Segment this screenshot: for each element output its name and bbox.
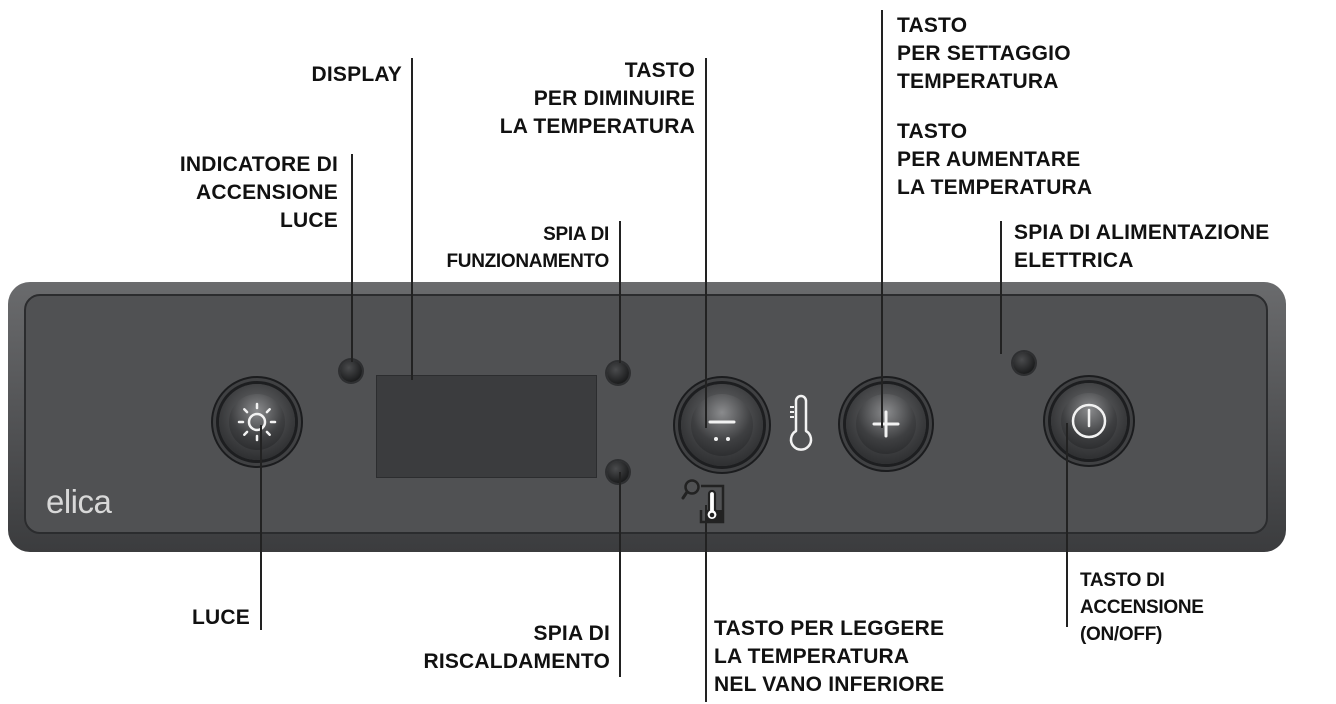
- label-tasto-diminuire: TASTO PER DIMINUIRE LA TEMPERATURA: [499, 59, 695, 138]
- label-spia-riscaldamento: SPIA DI RISCALDAMENTO: [423, 622, 610, 673]
- leader-line-tasto-settaggio: [881, 10, 883, 428]
- leader-line-spia-alimentazione: [1000, 221, 1002, 354]
- heating-indicator-led: [607, 461, 629, 483]
- plus-icon: [872, 410, 900, 438]
- leader-line-spia-funzionamento: [619, 221, 621, 363]
- leader-line-tasto-leggere: [705, 505, 707, 702]
- sun-icon: [237, 402, 277, 442]
- leader-line-spia-riscaldamento: [619, 472, 621, 677]
- minus-icon: [708, 420, 736, 441]
- power-supply-indicator-led: [1013, 352, 1035, 374]
- power-icon: [1071, 403, 1107, 439]
- label-tasto-leggere: TASTO PER LEGGERE LA TEMPERATURA NEL VAN…: [714, 617, 945, 696]
- label-spia-funzionamento: SPIA DI FUNZIONAMENTO: [446, 224, 609, 272]
- power-button[interactable]: [1051, 383, 1127, 459]
- display-screen: [376, 375, 597, 478]
- label-display: DISPLAY: [311, 63, 402, 86]
- light-button[interactable]: [219, 384, 295, 460]
- label-tasto-settaggio: TASTO PER SETTAGGIO TEMPERATURA: [897, 14, 1071, 93]
- label-spia-alimentazione: SPIA DI ALIMENTAZIONE ELETTRICA: [1014, 221, 1270, 272]
- label-indicatore-accensione-luce: INDICATORE DI ACCENSIONE LUCE: [179, 153, 338, 232]
- leader-line-indicatore: [351, 154, 353, 362]
- increase-temperature-button[interactable]: [846, 384, 926, 464]
- thermometer-icon: [789, 394, 813, 451]
- leader-line-tasto-diminuire: [705, 58, 707, 428]
- light-indicator-led: [340, 360, 362, 382]
- leader-line-tasto-accensione: [1066, 423, 1068, 627]
- label-tasto-accensione: TASTO DI ACCENSIONE (ON/OFF): [1080, 570, 1204, 645]
- leader-line-display: [411, 58, 413, 380]
- lower-compartment-temperature-icon: [681, 479, 725, 524]
- label-luce: LUCE: [192, 606, 250, 629]
- leader-line-luce: [260, 425, 262, 630]
- brand-logo: elica: [46, 483, 112, 520]
- label-tasto-aumentare: TASTO PER AUMENTARE LA TEMPERATURA: [897, 120, 1093, 199]
- decrease-temperature-button[interactable]: [681, 384, 763, 466]
- operation-indicator-led: [607, 362, 629, 384]
